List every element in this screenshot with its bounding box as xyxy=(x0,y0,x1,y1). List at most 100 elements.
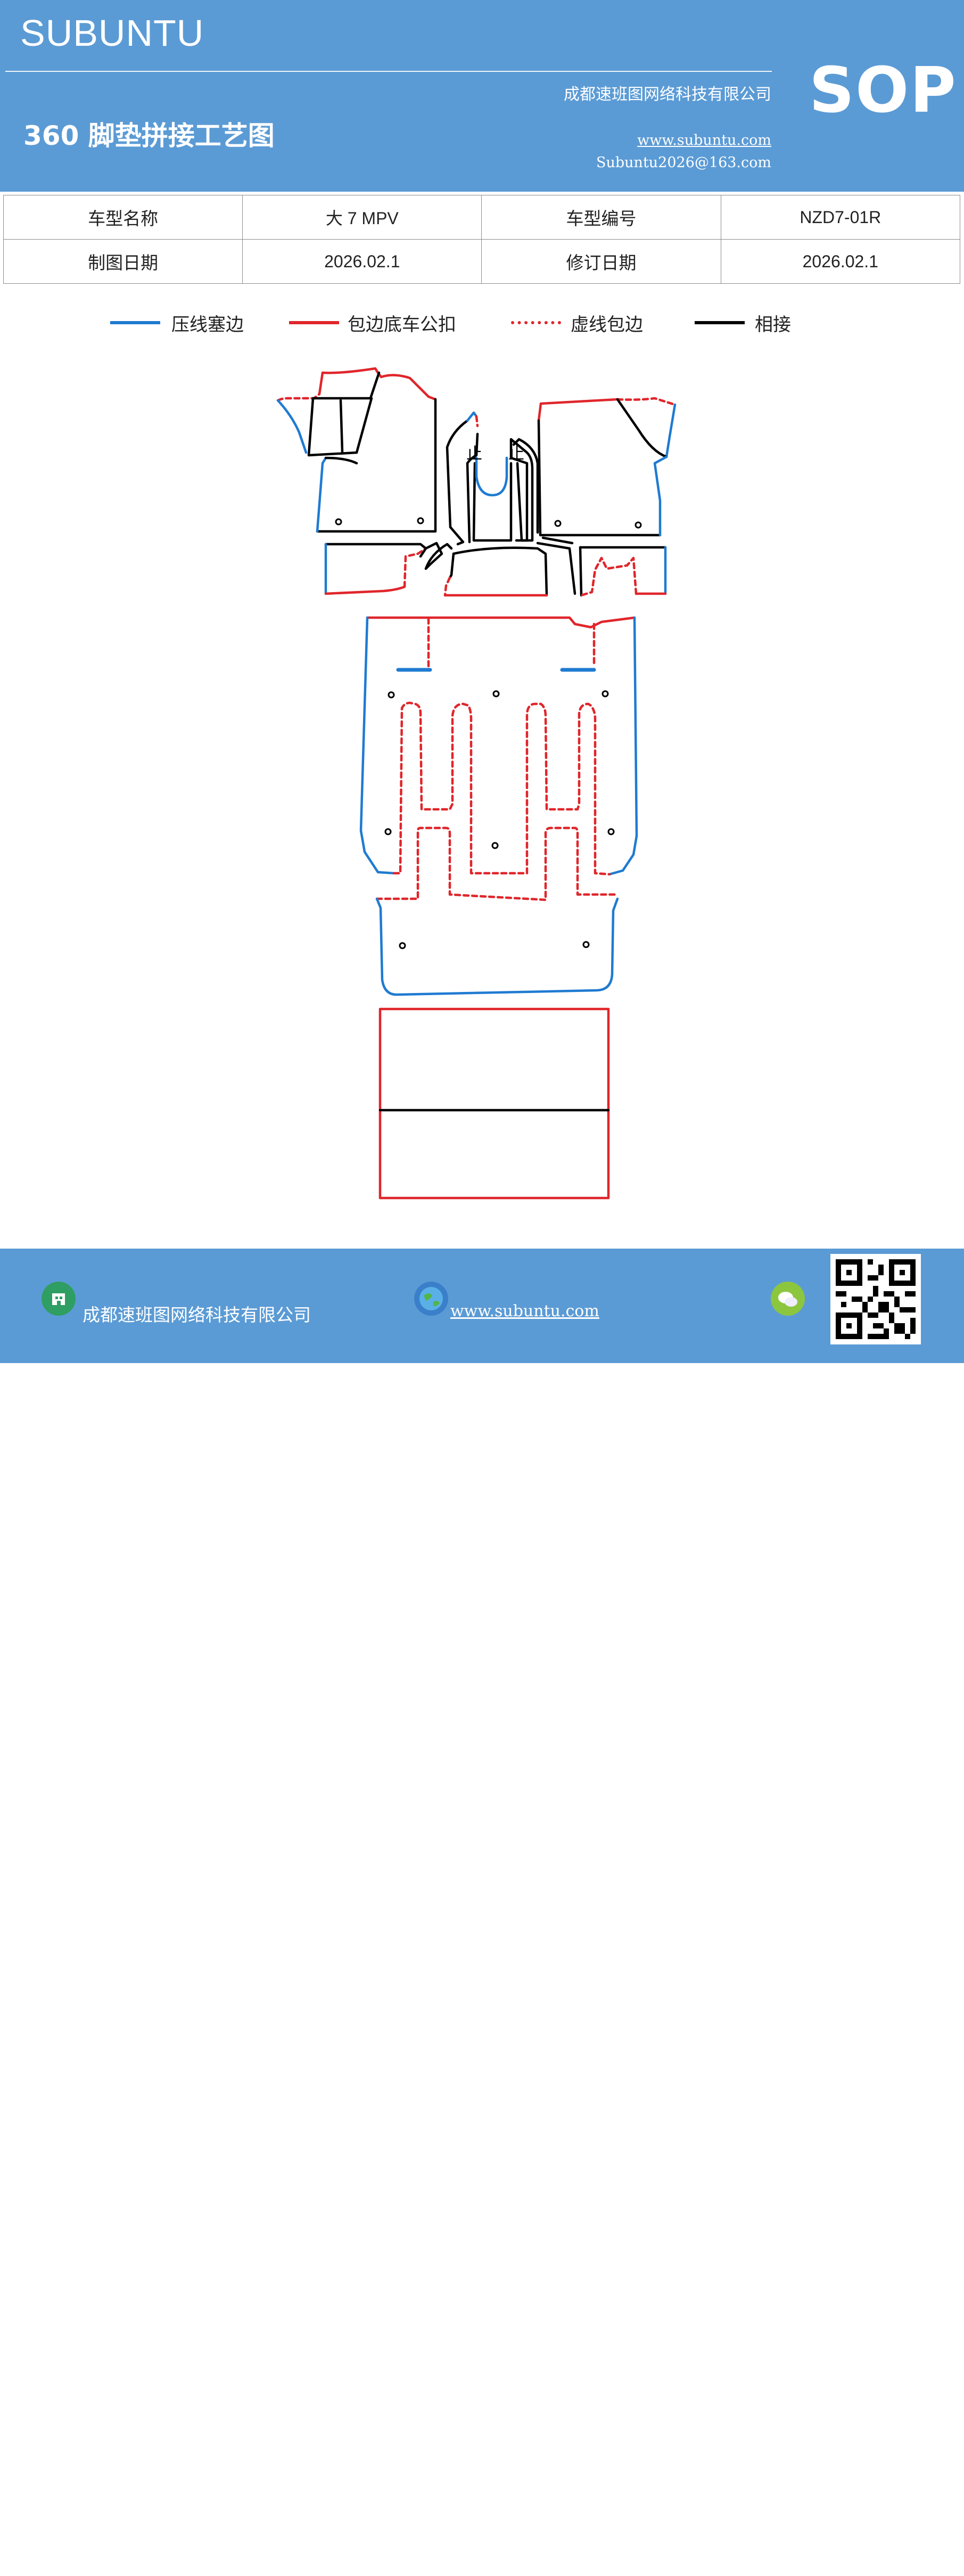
edge-blue xyxy=(665,403,677,458)
brand-logo-text: SUBUNTU xyxy=(20,12,204,54)
legend-label: 相接 xyxy=(755,314,791,335)
page-header: SUBUNTU 360 脚垫拼接工艺图 成都速班图网络科技有限公司 www.su… xyxy=(0,0,964,192)
edge-red xyxy=(537,398,619,422)
edge-black xyxy=(616,398,668,458)
stop-mark-label: 止 xyxy=(466,445,482,463)
edge-blue xyxy=(653,455,668,537)
front-right-lower-mat xyxy=(579,546,667,597)
edge-black xyxy=(446,419,469,529)
edge-blue xyxy=(359,616,396,875)
globe-icon xyxy=(414,1282,448,1316)
legend-swatch-red-solid xyxy=(289,321,339,324)
edge-black xyxy=(324,543,427,550)
edge-black xyxy=(369,371,381,400)
qr-code xyxy=(830,1254,921,1344)
edge-black xyxy=(537,419,662,537)
sop-badge: SOP xyxy=(809,53,957,127)
edge-black xyxy=(452,546,548,597)
trunk-mat xyxy=(378,1007,610,1200)
website-link[interactable]: www.subuntu.com xyxy=(637,132,771,149)
middle-floor-mat xyxy=(375,826,619,996)
front-left-mat xyxy=(276,367,437,533)
table-cell: 车型名称 xyxy=(3,195,243,240)
second-row-floor-mat xyxy=(359,616,638,876)
table-cell: 车型编号 xyxy=(481,195,721,240)
edge-red-dashed xyxy=(475,415,479,428)
table-cell: NZD7-01R xyxy=(720,195,961,240)
edge-red-dashed xyxy=(616,397,677,406)
edge-black xyxy=(316,398,437,533)
snap-hole xyxy=(388,691,395,699)
snap-hole xyxy=(399,942,406,949)
edge-red-dashed xyxy=(580,556,638,597)
line-legend: 压线塞边 包边底车公扣 虚线包边 相接 xyxy=(0,311,964,338)
snap-hole xyxy=(602,690,609,698)
edge-black xyxy=(512,438,539,534)
snap-hole xyxy=(491,842,499,849)
wechat-icon xyxy=(771,1282,805,1316)
table-row: 制图日期 2026.02.1 修订日期 2026.02.1 xyxy=(3,239,961,284)
edge-black xyxy=(509,456,529,542)
snap-hole xyxy=(635,521,642,529)
edge-black xyxy=(579,546,583,597)
trunk-outline-red xyxy=(378,1007,610,1200)
footer-watermark-text: Subuntu:https://www.subuntu.com xyxy=(136,2528,764,2575)
snap-hole xyxy=(384,828,392,835)
legend-swatch-blue-solid xyxy=(110,321,160,324)
edge-blue xyxy=(475,456,508,497)
footer-website-link[interactable]: www.subuntu.com xyxy=(450,1302,599,1320)
edge-blue xyxy=(276,399,308,454)
legend-label: 虚线包边 xyxy=(571,314,643,335)
snap-hole xyxy=(554,520,562,527)
header-divider xyxy=(5,71,772,72)
snap-hole xyxy=(335,518,342,526)
legend-swatch-red-dashed xyxy=(511,321,561,324)
table-cell: 修订日期 xyxy=(481,239,721,284)
footer-company-name: 成都速班图网络科技有限公司 xyxy=(83,1305,311,1325)
edge-blue xyxy=(466,411,478,422)
email-address: Subuntu2026@163.com xyxy=(596,154,771,171)
front-left-lower-mat xyxy=(324,542,453,595)
edge-black xyxy=(424,543,453,570)
table-cell: 2026.02.1 xyxy=(720,239,961,284)
vehicle-info-table: 车型名称 大 7 MPV 车型编号 NZD7-01R 制图日期 2026.02.… xyxy=(3,195,961,284)
seam-red-dashed xyxy=(375,826,618,901)
company-name: 成都速班图网络科技有限公司 xyxy=(564,85,771,104)
edge-black xyxy=(472,462,513,542)
snap-hole xyxy=(607,828,615,835)
center-console-mat: 止 止 xyxy=(446,411,539,546)
building-icon xyxy=(42,1282,76,1316)
stop-mark-label: 止 xyxy=(508,445,524,463)
table-row: 车型名称 大 7 MPV 车型编号 NZD7-01R xyxy=(3,195,961,240)
edge-black xyxy=(339,399,344,453)
edge-red xyxy=(380,374,437,401)
table-cell: 大 7 MPV xyxy=(242,195,482,240)
floor-mat-splice-diagram: 止 止 xyxy=(276,367,677,1200)
snap-hole xyxy=(582,941,590,948)
edge-black xyxy=(449,526,465,546)
edge-red xyxy=(324,585,406,595)
edge-red-dashed xyxy=(443,576,451,597)
document-title: 360 脚垫拼接工艺图 xyxy=(23,120,275,151)
edge-blue xyxy=(316,456,327,533)
edge-blue xyxy=(608,616,638,876)
edge-red xyxy=(318,367,383,396)
edge-black xyxy=(466,432,479,544)
legend-swatch-black-solid xyxy=(695,321,745,324)
center-lower-mat xyxy=(443,536,576,597)
edge-black xyxy=(541,536,574,545)
edge-black xyxy=(324,456,358,465)
seat-panel-black xyxy=(307,397,373,457)
edge-blue xyxy=(375,897,619,996)
snap-hole xyxy=(492,690,500,698)
seam-red-dashed xyxy=(392,701,611,876)
edge-black xyxy=(536,542,576,595)
legend-label: 包边底车公扣 xyxy=(348,314,456,335)
table-cell: 2026.02.1 xyxy=(242,239,482,284)
legend-label: 压线塞边 xyxy=(171,314,244,335)
table-cell: 制图日期 xyxy=(3,239,243,284)
edge-red xyxy=(366,616,636,629)
front-right-mat xyxy=(537,397,677,537)
edge-black xyxy=(448,552,455,579)
snap-hole xyxy=(417,517,424,524)
